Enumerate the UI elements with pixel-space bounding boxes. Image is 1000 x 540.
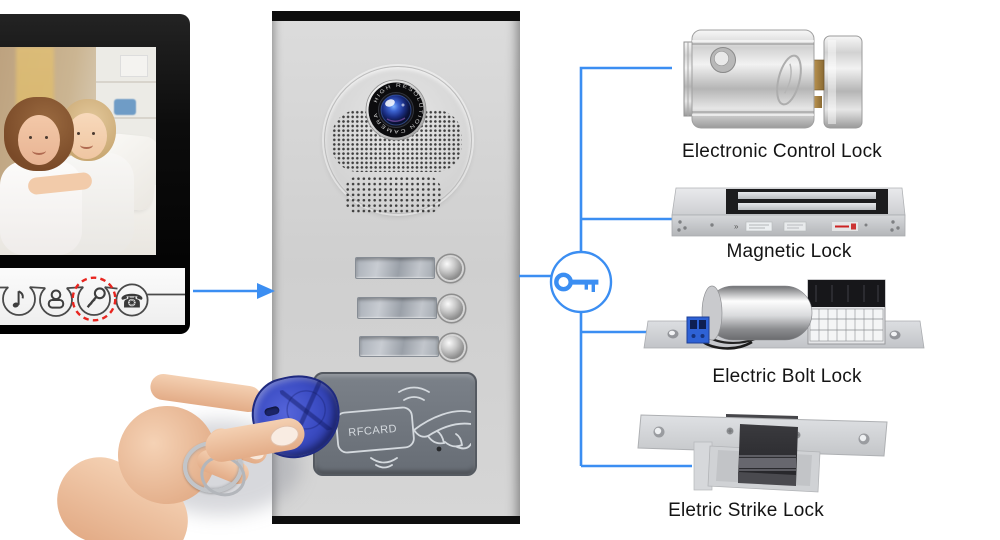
unlock-key-icon — [86, 287, 106, 308]
electric-bolt-lock-image — [643, 279, 925, 350]
intercom-monitor-icon — [47, 289, 65, 309]
highlight-ring — [71, 276, 117, 322]
monitor-control-panel: ☎ — [0, 268, 185, 325]
shelf-item — [120, 55, 148, 77]
nameplate-window-2 — [357, 297, 437, 319]
phone-icon: ☎ — [120, 292, 144, 313]
magnetic-lock-image: » — [671, 187, 906, 237]
outdoor-door-station: HIGH RESOLUTION CAMERA — [272, 11, 520, 524]
indoor-monitor: ☎ — [0, 14, 190, 334]
music-icon — [12, 290, 24, 308]
call-button-3 — [441, 336, 464, 359]
call-button-1 — [439, 257, 462, 280]
speaker-grille-lower — [345, 176, 441, 214]
rfid-label: RFCARD — [348, 423, 398, 439]
nameplate-window-1 — [355, 257, 435, 279]
key-hub-icon — [549, 250, 613, 314]
lock-label: Magnetic Lock — [726, 241, 852, 262]
nameplate-window-3 — [359, 336, 439, 357]
rfid-led — [436, 446, 442, 452]
door-station-bottom-trim — [272, 516, 520, 524]
electronic-control-lock-image — [683, 29, 863, 129]
svg-text:»: » — [734, 222, 739, 231]
rfid-card-graphic: RFCARD — [335, 386, 471, 469]
monitor-screen-family-photo — [0, 47, 156, 255]
electric-strike-lock-image — [637, 414, 888, 493]
door-station-top-trim — [272, 11, 520, 21]
call-button-2 — [440, 297, 463, 320]
mom-face — [18, 115, 60, 165]
camera-lens: HIGH RESOLUTION CAMERA — [365, 79, 427, 141]
lock-label: Electronic Control Lock — [682, 141, 882, 162]
lock-label: Electric Bolt Lock — [712, 366, 862, 387]
shelf-item — [114, 99, 136, 115]
lock-label: Eletric Strike Lock — [668, 500, 824, 521]
rfid-reader: RFCARD — [313, 372, 477, 476]
monitor-icon-strip: ☎ — [0, 276, 185, 322]
